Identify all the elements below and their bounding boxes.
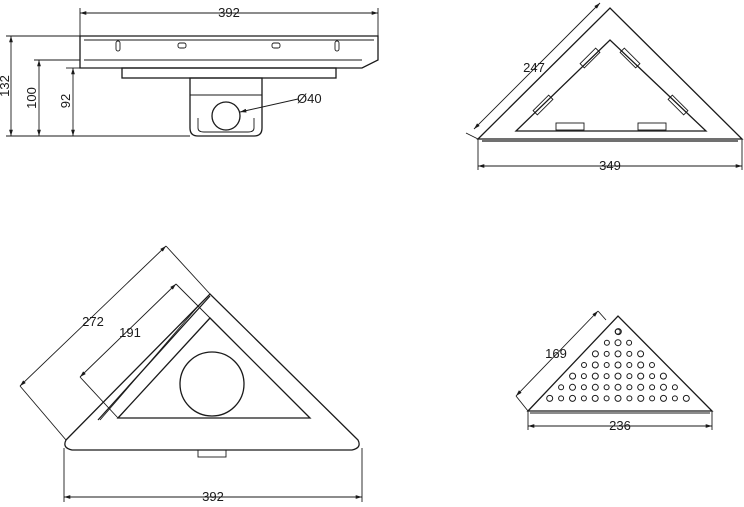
grate-hole <box>649 373 656 380</box>
grate-hole <box>637 372 645 380</box>
grate-hole <box>580 395 587 402</box>
grate-hole <box>614 350 622 358</box>
grate-hole <box>614 394 622 402</box>
top-view: 272 191 392 <box>19 245 363 504</box>
grate-hole <box>626 362 633 368</box>
grate-hole <box>591 361 599 369</box>
side-width-label: 392 <box>218 5 240 20</box>
grate-hole <box>603 339 610 346</box>
grate-hole <box>649 395 656 402</box>
grate-hole <box>626 339 633 346</box>
grate-side-label: 169 <box>545 346 567 361</box>
grate-hole <box>603 395 610 402</box>
grate-base-label: 236 <box>609 418 631 433</box>
grate-hole <box>637 361 645 369</box>
grate-hole <box>614 339 622 347</box>
grate-hole <box>649 384 656 391</box>
grate-hole <box>671 384 678 391</box>
grate-hole <box>558 384 565 391</box>
grate-hole <box>591 372 599 380</box>
side-height-mid-label: 100 <box>24 87 39 109</box>
top-outer-side-label: 272 <box>82 314 104 329</box>
grate-hole <box>660 383 667 391</box>
frame-side-label: 247 <box>523 60 545 75</box>
grate-hole <box>581 362 587 368</box>
grate-hole <box>591 394 599 402</box>
outlet-diameter-label: Ø40 <box>297 91 322 106</box>
grate-hole <box>591 350 599 358</box>
grate-hole <box>603 362 610 368</box>
grate-hole <box>637 350 645 358</box>
side-height-inner-label: 92 <box>58 94 73 108</box>
grate-hole <box>591 383 599 391</box>
grate-hole <box>614 372 622 380</box>
frame-view: 247 349 <box>465 2 744 173</box>
grate-hole <box>671 395 678 402</box>
grate-hole <box>626 373 633 380</box>
side-view: 392 Ø40 132 100 92 <box>0 5 379 137</box>
grate-hole <box>569 372 577 380</box>
frame-base-label: 349 <box>599 158 621 173</box>
grate-hole <box>637 383 645 391</box>
grate-hole <box>626 395 633 402</box>
grate-hole <box>626 384 633 391</box>
grate-hole <box>546 394 554 402</box>
grate-view: 169 236 <box>515 310 714 433</box>
grate-hole <box>682 394 690 402</box>
grate-hole <box>637 394 645 402</box>
grate-hole <box>603 384 610 391</box>
side-height-total-label: 132 <box>0 75 12 97</box>
grate-hole <box>558 395 565 402</box>
grate-hole <box>614 361 622 369</box>
grate-hole <box>569 383 576 391</box>
grate-hole <box>569 394 576 402</box>
grate-hole <box>660 394 667 402</box>
grate-hole <box>580 373 587 380</box>
grate-hole <box>626 350 633 357</box>
grate-hole <box>614 328 621 335</box>
grate-holes <box>546 328 690 402</box>
grate-hole <box>580 384 587 391</box>
grate-hole <box>649 362 655 368</box>
top-inner-side-label: 191 <box>119 325 141 340</box>
grate-hole <box>614 383 622 391</box>
grate-hole <box>603 350 610 357</box>
grate-hole <box>603 373 610 380</box>
grate-hole <box>659 372 667 380</box>
top-base-label: 392 <box>202 489 224 504</box>
